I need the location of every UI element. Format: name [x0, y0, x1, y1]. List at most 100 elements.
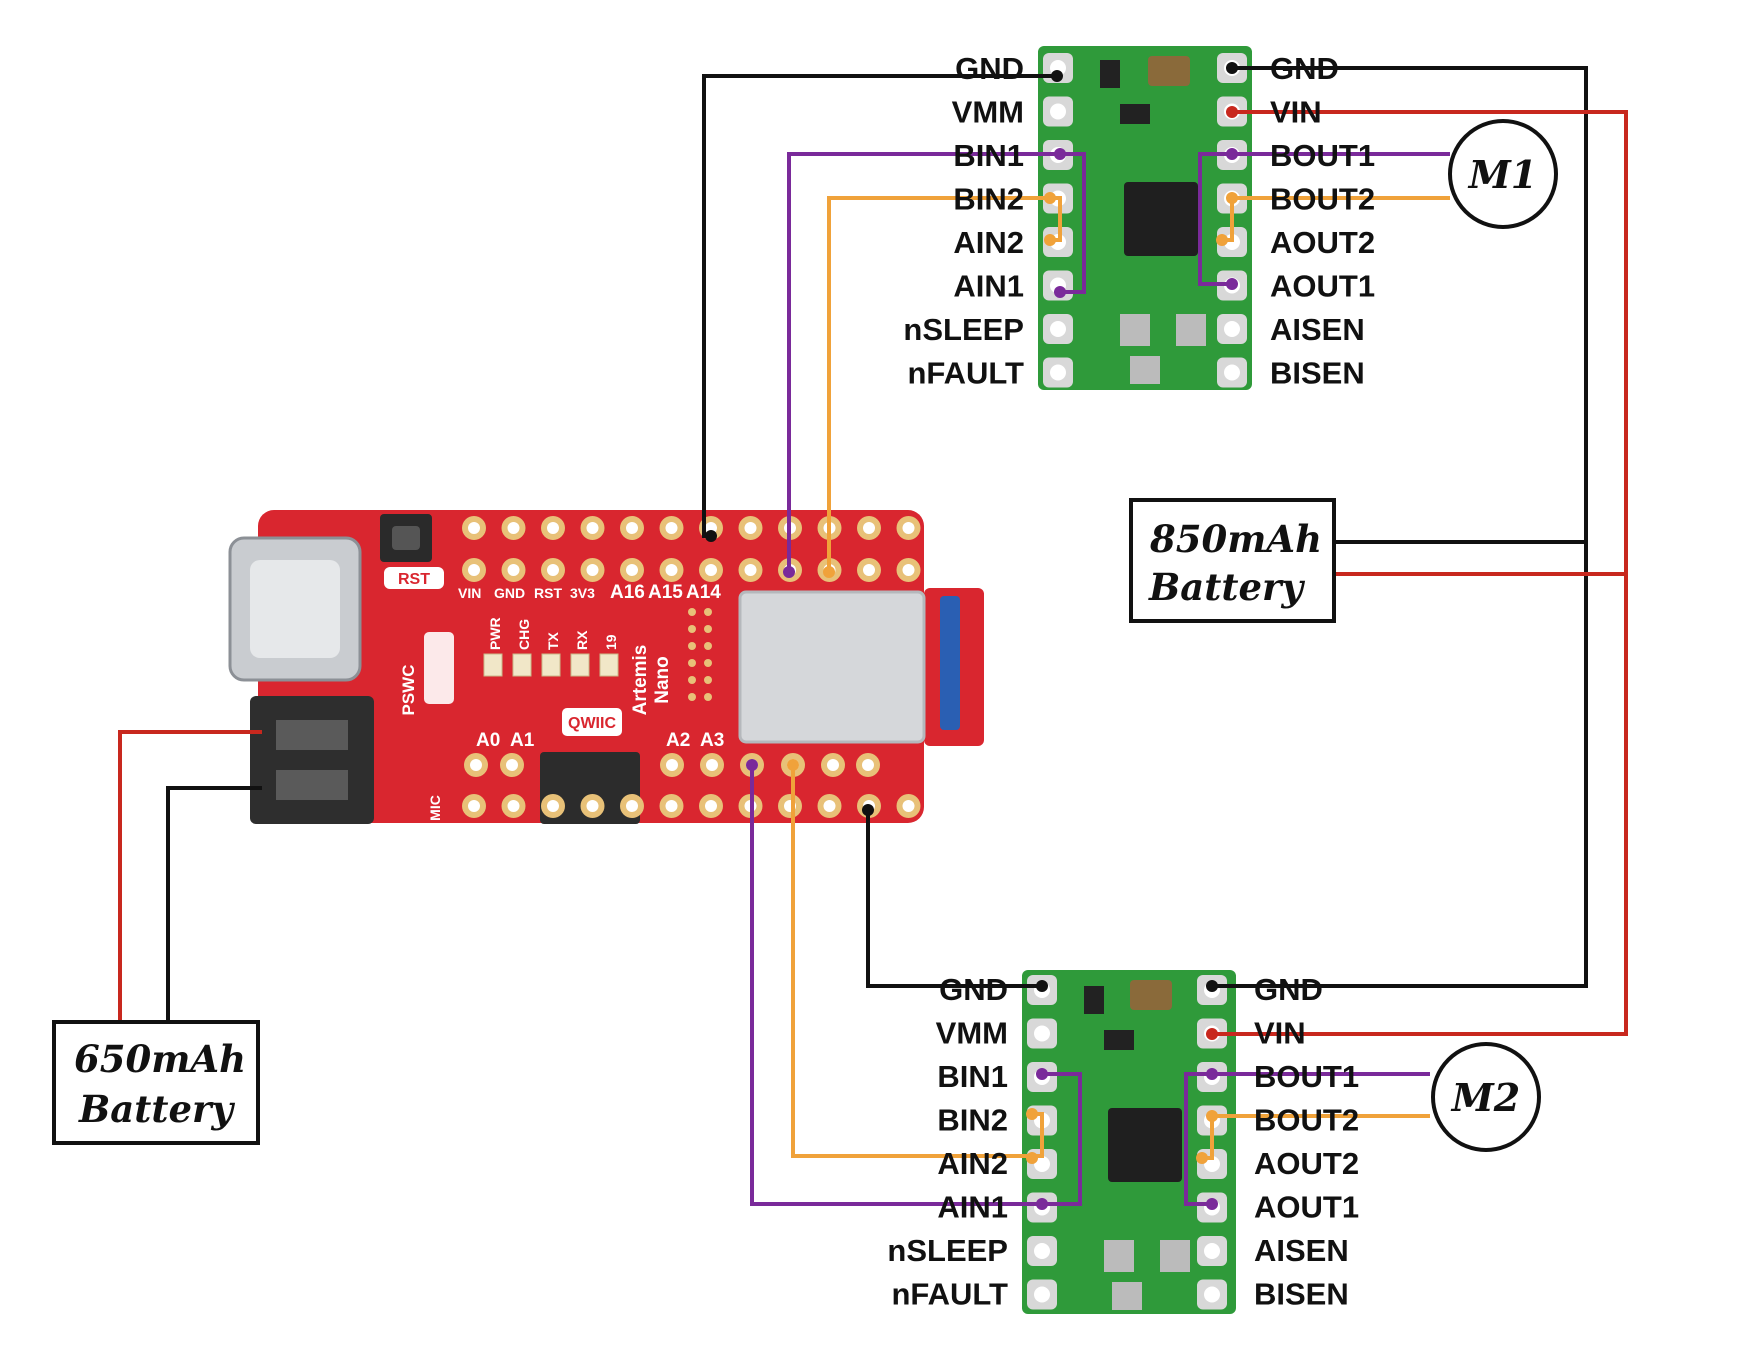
led-icon — [512, 653, 532, 677]
wire-artemis-bottom-orange — [791, 765, 1044, 1158]
header-hole — [507, 564, 520, 576]
rst-label: RST — [398, 571, 430, 588]
led-label-4: 19 — [603, 634, 619, 650]
pin-label-driver_bottom.right_pins-3: BOUT2 — [1254, 1103, 1359, 1138]
pin-label-driver_bottom.left_pins-0: GND — [939, 972, 1008, 1007]
header-hole — [744, 522, 757, 534]
artemis-label-a1: A1 — [510, 730, 535, 751]
pin-label-driver_bottom.left_pins-1: VMM — [936, 1016, 1008, 1051]
driver-pin-hole — [1224, 364, 1240, 381]
artemis-top-label-6: A14 — [686, 582, 721, 603]
artemis-top-label-5: A15 — [648, 582, 683, 603]
pin-label-driver_top.right_pins-3: BOUT2 — [1270, 182, 1375, 217]
led-icon — [541, 653, 561, 677]
motor-m1-circle — [1448, 119, 1558, 229]
wire-end-dots — [705, 62, 1238, 1210]
wire-battery650-red — [118, 730, 262, 1022]
header-hole — [665, 564, 678, 576]
header-hole — [586, 564, 599, 576]
pin-label-driver_bottom.right_pins-5: AOUT1 — [1254, 1190, 1359, 1225]
motor-m2-label: M2 — [1450, 1075, 1521, 1120]
header-hole — [666, 759, 678, 771]
pin-label-driver_bottom.left_pins-6: nSLEEP — [887, 1233, 1008, 1268]
pin-label-driver_bottom.left_pins-4: AIN2 — [937, 1146, 1008, 1181]
header-hole — [665, 800, 678, 812]
battery-850-line2: Battery — [1148, 565, 1305, 609]
wire-gnd-artemis-bottom-driver — [866, 810, 1042, 988]
battery-850-box — [1129, 498, 1336, 623]
battery-850-line1: 850mAh — [1149, 517, 1322, 561]
header-hole — [744, 564, 757, 576]
motor-m2-circle — [1431, 1042, 1541, 1152]
battery-650-box — [52, 1020, 260, 1145]
header-hole — [470, 759, 482, 771]
pin-label-driver_bottom.right_pins-0: GND — [1254, 972, 1323, 1007]
pin-label-driver_bottom.left_pins-5: AIN1 — [937, 1190, 1008, 1225]
led-label-2: TX — [545, 631, 561, 650]
driver-pin-hole — [1204, 1286, 1220, 1303]
artemis-label-a0: A0 — [476, 730, 500, 751]
led-label-0: PWR — [487, 617, 503, 650]
header-hole — [468, 564, 480, 576]
header-hole — [586, 800, 599, 812]
battery-650mah: 650mAh Battery — [52, 1020, 260, 1145]
wire-bin2-top — [827, 196, 1062, 572]
driver-pin-hole — [1050, 103, 1066, 120]
jst-connector-icon — [250, 696, 374, 824]
wire-battery650-black — [166, 786, 262, 1022]
driver-chip-icon — [1108, 1108, 1182, 1182]
led-label-3: RX — [574, 630, 590, 650]
wire-bin1-top — [787, 152, 1086, 572]
led-label-1: CHG — [516, 619, 532, 650]
pin-label-driver_bottom.left_pins-7: nFAULT — [891, 1277, 1008, 1312]
pin-label-driver_top.left_pins-5: AIN1 — [953, 269, 1024, 304]
led-row: PWR CHG TX RX 19 — [483, 617, 619, 677]
header-hole — [468, 800, 480, 812]
battery-650-line2: Battery — [78, 1087, 235, 1131]
driver-pin-hole — [1224, 321, 1240, 337]
header-hole — [705, 564, 717, 576]
pin-label-driver_top.left_pins-6: nSLEEP — [903, 312, 1024, 347]
artemis-label-a2: A2 — [666, 730, 690, 751]
driver-pin-hole — [1050, 364, 1066, 381]
motor-driver-top — [1038, 46, 1252, 390]
pin-label-driver_top.left_pins-0: GND — [955, 51, 1024, 86]
pin-label-driver_top.left_pins-1: VMM — [952, 95, 1024, 130]
pin-label-driver_bottom.right_pins-6: AISEN — [1254, 1233, 1349, 1268]
header-hole — [863, 564, 875, 576]
artemis-name: Artemis — [630, 645, 651, 716]
pin-label-driver_bottom.left_pins-2: BIN1 — [937, 1059, 1008, 1094]
artemis-top-label-1: GND — [494, 585, 525, 601]
header-hole — [902, 800, 915, 812]
driver-pin-hole — [1204, 1243, 1220, 1259]
header-hole — [586, 522, 599, 534]
driver-pin-hole — [1034, 1025, 1050, 1042]
header-hole — [902, 564, 915, 576]
header-hole — [507, 800, 520, 812]
header-hole — [547, 800, 559, 812]
battery-850mah: 850mAh Battery — [1129, 498, 1336, 623]
pin-label-driver_top.right_pins-2: BOUT1 — [1270, 138, 1375, 173]
header-hole — [547, 564, 559, 576]
motor-m1-label: M1 — [1467, 152, 1538, 197]
header-hole — [506, 759, 518, 771]
driver-pin-hole — [1034, 1286, 1050, 1303]
driver-pin-hole — [1050, 321, 1066, 337]
header-hole — [626, 522, 638, 534]
pswc-label: PSWC — [399, 665, 418, 716]
header-hole — [705, 800, 717, 812]
capacitor-icon — [1130, 980, 1172, 1010]
wire-m1-bout1 — [1198, 152, 1450, 286]
header-hole — [547, 522, 559, 534]
pad-grid — [688, 608, 712, 701]
artemis-module-icon — [738, 590, 926, 744]
pin-label-driver_bottom.right_pins-1: VIN — [1254, 1016, 1306, 1051]
header-hole — [823, 800, 836, 812]
driver-chip-icon — [1124, 182, 1198, 256]
